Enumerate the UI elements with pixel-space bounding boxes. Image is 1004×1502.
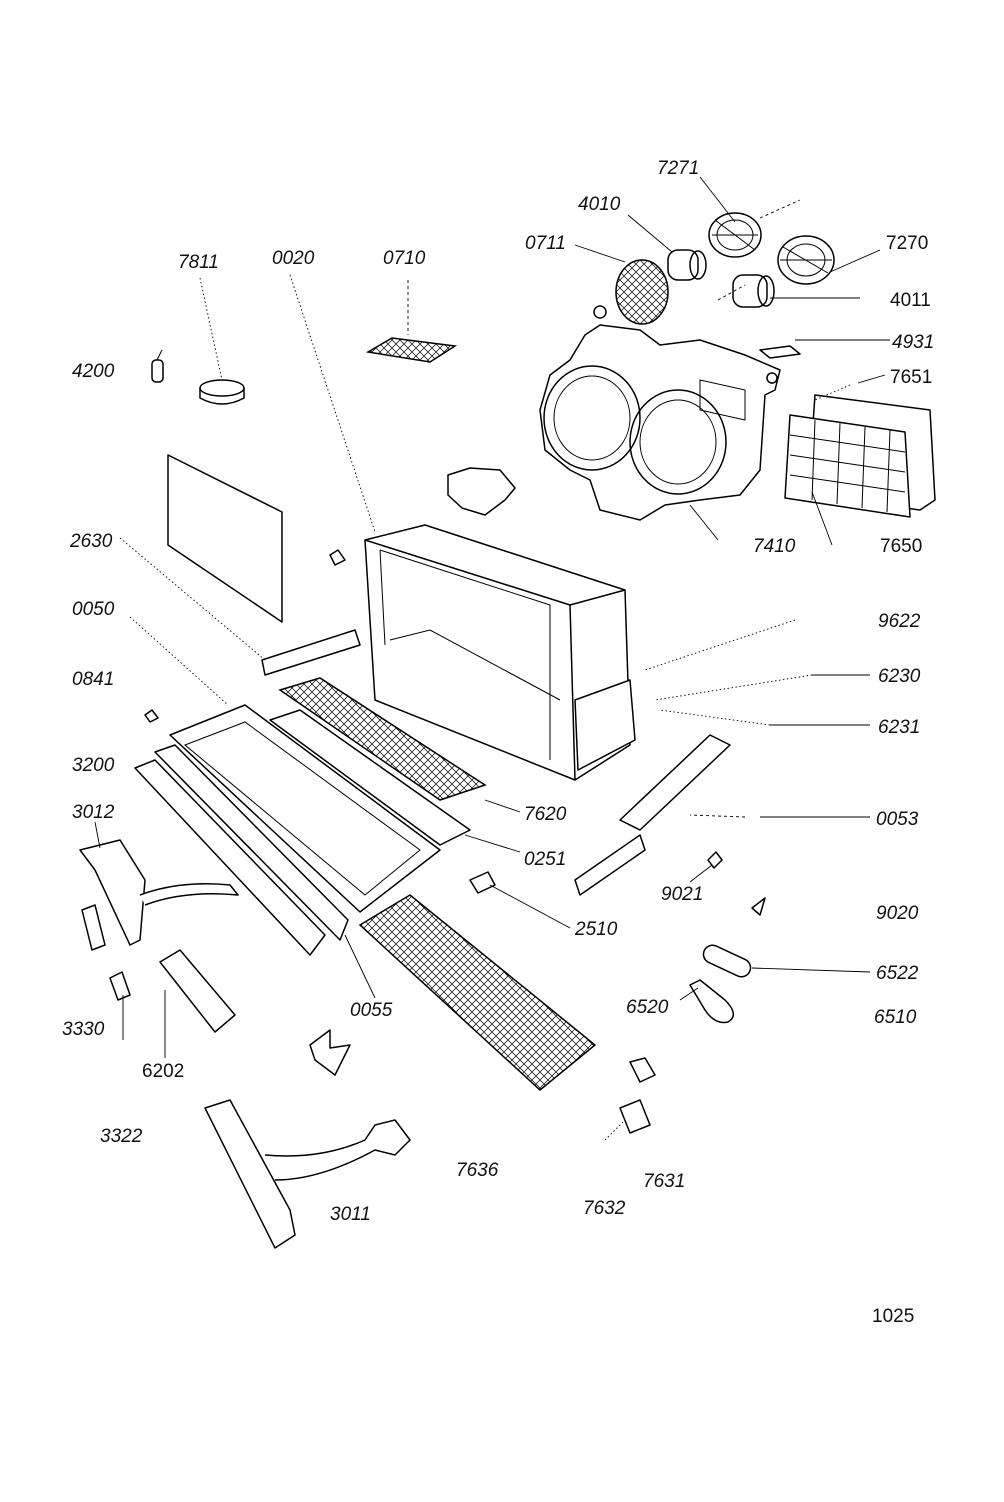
lamp-cover-6522 bbox=[702, 944, 752, 978]
label-9021: 9021 bbox=[661, 884, 703, 905]
label-7271: 7271 bbox=[657, 158, 699, 179]
blower-housing-7410 bbox=[539, 324, 781, 521]
front-strip-3200 bbox=[134, 759, 326, 956]
part-6202 bbox=[159, 949, 236, 1033]
leader-lines bbox=[94, 176, 890, 1141]
label-4011: 4011 bbox=[890, 290, 931, 311]
label-7650: 7650 bbox=[880, 536, 922, 557]
carbon-filter-7650 bbox=[784, 414, 911, 518]
part-7632 bbox=[619, 1099, 651, 1134]
label-3200: 3200 bbox=[72, 755, 115, 776]
label-0710: 0710 bbox=[383, 248, 426, 269]
label-3012: 3012 bbox=[72, 802, 115, 823]
motor-4011 bbox=[732, 274, 775, 308]
strip-0251 bbox=[269, 709, 471, 846]
label-9622: 9622 bbox=[878, 611, 921, 632]
label-7270: 7270 bbox=[886, 233, 928, 254]
fan-wheel-7271 bbox=[708, 212, 762, 258]
label-0055: 0055 bbox=[350, 1000, 393, 1021]
label-6230: 6230 bbox=[878, 666, 921, 687]
panel-2630 bbox=[167, 454, 283, 623]
label-0053: 0053 bbox=[876, 809, 919, 830]
label-9020: 9020 bbox=[876, 903, 919, 924]
label-7632: 7632 bbox=[583, 1198, 626, 1219]
label-7620: 7620 bbox=[524, 804, 567, 825]
cap-7811 bbox=[199, 379, 245, 405]
grease-filter-7620 bbox=[278, 677, 487, 801]
label-6520: 6520 bbox=[626, 997, 669, 1018]
label-7811: 7811 bbox=[178, 252, 219, 273]
motor-4010 bbox=[667, 249, 707, 281]
label-2630: 2630 bbox=[69, 531, 113, 552]
clip-3322 bbox=[309, 1029, 351, 1076]
label-0711: 0711 bbox=[525, 233, 566, 254]
part-9020 bbox=[751, 897, 766, 916]
label-6202: 6202 bbox=[142, 1061, 184, 1082]
label-4010: 4010 bbox=[578, 194, 621, 215]
fan-wheel-7270 bbox=[777, 235, 835, 285]
label-2510: 2510 bbox=[574, 919, 618, 940]
page-number: 1025 bbox=[872, 1306, 914, 1327]
strip-0055 bbox=[154, 744, 349, 941]
label-6510: 6510 bbox=[874, 1007, 917, 1028]
grille-0711 bbox=[593, 259, 669, 325]
plate-4931 bbox=[759, 345, 801, 359]
part-7631 bbox=[629, 1057, 656, 1083]
grease-filter-7636 bbox=[358, 894, 597, 1091]
part-3330 bbox=[109, 971, 131, 1001]
label-0841: 0841 bbox=[72, 669, 114, 690]
hood-body-0020 bbox=[364, 524, 636, 781]
label-0251: 0251 bbox=[524, 849, 566, 870]
bracket-center bbox=[329, 467, 516, 566]
label-3011: 3011 bbox=[330, 1204, 371, 1225]
clip-0841 bbox=[144, 709, 159, 723]
label-7636: 7636 bbox=[456, 1160, 499, 1181]
capacitor-4200 bbox=[151, 349, 164, 383]
label-4931: 4931 bbox=[892, 332, 934, 353]
grease-filter-small-0710 bbox=[365, 337, 458, 363]
label-6522: 6522 bbox=[876, 963, 919, 984]
label-7651: 7651 bbox=[890, 367, 932, 388]
label-0050: 0050 bbox=[72, 599, 115, 620]
side-rail-0053 bbox=[574, 734, 731, 896]
label-4200: 4200 bbox=[72, 361, 115, 382]
bulb-6520 bbox=[689, 979, 734, 1024]
label-3330: 3330 bbox=[62, 1019, 105, 1040]
part-9021 bbox=[707, 851, 723, 869]
label-7410: 7410 bbox=[753, 536, 796, 557]
switch-assembly-3011 bbox=[204, 1099, 411, 1249]
switch-assembly-3012 bbox=[79, 839, 239, 951]
label-7631: 7631 bbox=[643, 1171, 685, 1192]
tray-0050 bbox=[169, 704, 441, 913]
rail-2630 bbox=[261, 629, 361, 676]
label-3322: 3322 bbox=[100, 1126, 143, 1147]
label-0020: 0020 bbox=[272, 248, 315, 269]
piece-2510 bbox=[469, 871, 496, 894]
label-6231: 6231 bbox=[878, 717, 920, 738]
